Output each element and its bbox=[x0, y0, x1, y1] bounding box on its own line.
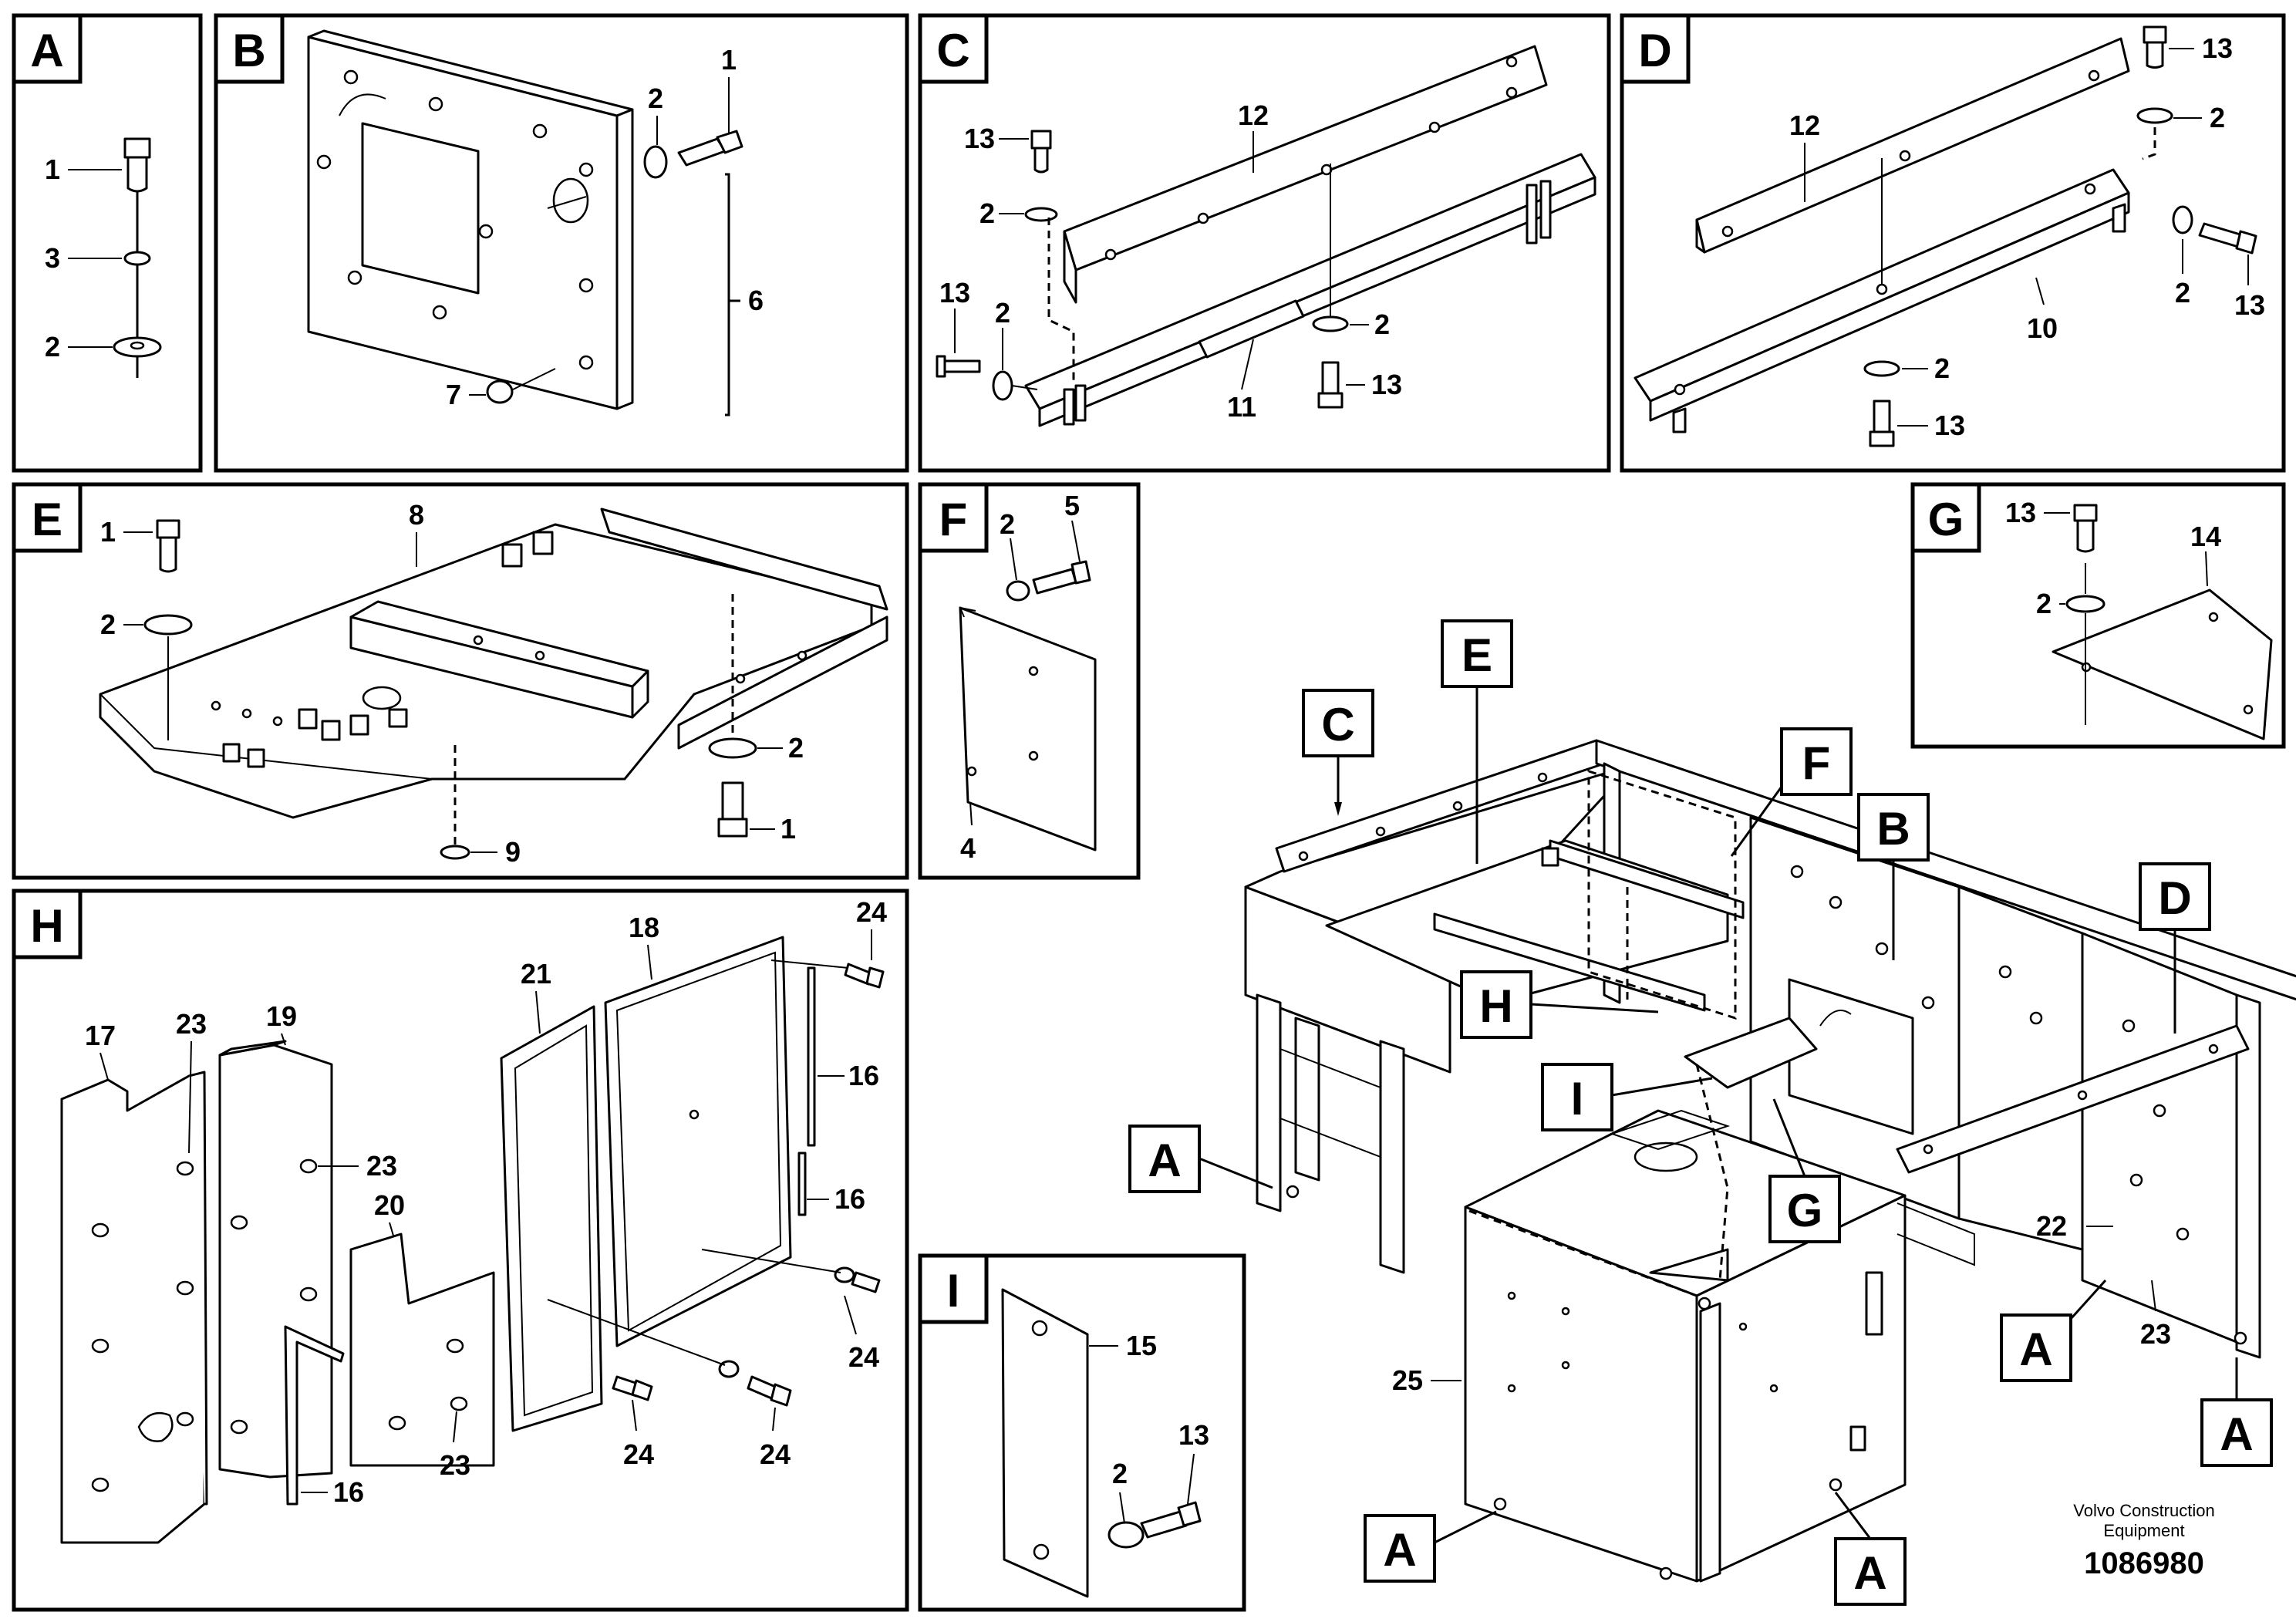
callout: 13 bbox=[2202, 32, 2233, 64]
panel-b: B 2 1 6 7 bbox=[214, 13, 909, 473]
assembly-tag: A bbox=[1853, 1547, 1886, 1599]
assembly-tag: H bbox=[1479, 980, 1512, 1032]
callout: 2 bbox=[979, 197, 995, 229]
callout: 19 bbox=[266, 1000, 297, 1032]
callout: 16 bbox=[333, 1476, 364, 1508]
assembly-tag: B bbox=[1876, 803, 1910, 855]
callout: 11 bbox=[1227, 391, 1256, 423]
callout: 1 bbox=[45, 153, 60, 185]
callout: 2 bbox=[1934, 352, 1950, 384]
panel-letter: C bbox=[936, 25, 969, 76]
callout: 22 bbox=[2036, 1210, 2067, 1242]
callout: 24 bbox=[623, 1438, 654, 1470]
assembly-tag: A bbox=[2220, 1408, 2253, 1460]
callout: 9 bbox=[505, 836, 521, 868]
callout: 24 bbox=[856, 896, 887, 928]
callout: 4 bbox=[960, 832, 976, 864]
callout: 3 bbox=[45, 242, 60, 274]
panel-letter: A bbox=[30, 25, 63, 76]
panel-letter: H bbox=[30, 900, 63, 952]
panel-g: G 13 14 2 bbox=[1910, 482, 2286, 749]
assembly-tag: F bbox=[1802, 737, 1831, 789]
callout: 1 bbox=[100, 516, 116, 548]
callout: 13 bbox=[2234, 289, 2265, 321]
callout: 23 bbox=[440, 1449, 470, 1481]
callout: 2 bbox=[1374, 309, 1390, 340]
document-number: 1086980 bbox=[2084, 1546, 2204, 1580]
callout: 2 bbox=[1112, 1458, 1128, 1489]
maker-line-1: Volvo Construction bbox=[2073, 1501, 2214, 1520]
panel-letter: F bbox=[939, 494, 968, 545]
panel-i: I 15 13 2 bbox=[918, 1253, 1246, 1612]
maker-line-2: Equipment bbox=[2103, 1521, 2184, 1540]
callout: 10 bbox=[2027, 312, 2058, 344]
callout: 2 bbox=[2175, 277, 2190, 309]
assembly-tag: D bbox=[2158, 872, 2191, 924]
callout: 23 bbox=[2140, 1318, 2171, 1350]
callout: 2 bbox=[45, 331, 60, 363]
callout: 8 bbox=[409, 499, 424, 531]
callout: 2 bbox=[2036, 588, 2052, 619]
callout: 18 bbox=[629, 912, 659, 943]
assembly-tag: G bbox=[1787, 1185, 1823, 1236]
callout: 1 bbox=[721, 44, 737, 76]
callout: 23 bbox=[366, 1150, 397, 1182]
callout: 2 bbox=[1000, 508, 1015, 540]
panel-letter: D bbox=[1638, 25, 1671, 76]
callout: 12 bbox=[1238, 99, 1269, 131]
callout: 13 bbox=[964, 123, 995, 154]
callout: 14 bbox=[2190, 521, 2221, 552]
panel-f: F 2 5 4 bbox=[918, 482, 1141, 880]
assembly-tag: A bbox=[1383, 1524, 1416, 1576]
callout: 24 bbox=[848, 1341, 879, 1373]
callout: 20 bbox=[374, 1189, 405, 1221]
callout: 23 bbox=[176, 1008, 207, 1040]
callout: 24 bbox=[760, 1438, 791, 1470]
main-assembly: C E F B D H I A G A A A bbox=[1128, 619, 2296, 1606]
panel-letter: E bbox=[32, 494, 62, 545]
callout: 16 bbox=[848, 1060, 879, 1091]
callout: 21 bbox=[521, 958, 551, 990]
callout: 16 bbox=[834, 1183, 865, 1215]
callout: 2 bbox=[788, 732, 804, 764]
callout: 25 bbox=[1392, 1364, 1423, 1396]
footer: Volvo Construction Equipment 1086980 bbox=[2073, 1501, 2214, 1580]
callout: 12 bbox=[1789, 110, 1820, 141]
assembly-tag: I bbox=[1571, 1073, 1584, 1125]
callout: 6 bbox=[748, 285, 764, 316]
panel-h: H bbox=[12, 889, 909, 1612]
callout: 7 bbox=[446, 379, 461, 410]
callout: 13 bbox=[1934, 410, 1965, 441]
panel-letter: G bbox=[1928, 494, 1964, 545]
assembly-tag: A bbox=[1148, 1135, 1181, 1186]
callout: 2 bbox=[2210, 102, 2225, 133]
callout: 13 bbox=[2005, 497, 2036, 528]
callout: 2 bbox=[100, 609, 116, 640]
panel-d: D 13 12 2 10 bbox=[1620, 13, 2286, 473]
callout: 2 bbox=[995, 297, 1010, 329]
panel-c: C 12 13 2 bbox=[918, 13, 1611, 473]
assembly-tag: E bbox=[1462, 629, 1492, 681]
callout: 13 bbox=[939, 277, 970, 309]
callout: 5 bbox=[1064, 490, 1080, 521]
callout: 15 bbox=[1126, 1330, 1157, 1361]
assembly-tag: C bbox=[1321, 699, 1354, 750]
panel-a: A 1 3 2 bbox=[12, 13, 203, 473]
callout: 2 bbox=[648, 83, 663, 114]
callout: 1 bbox=[781, 813, 796, 845]
callout: 13 bbox=[1371, 369, 1402, 400]
panel-letter: I bbox=[947, 1265, 960, 1317]
callout: 17 bbox=[85, 1020, 116, 1051]
assembly-tag: A bbox=[2019, 1324, 2052, 1375]
panel-letter: B bbox=[232, 25, 265, 76]
panel-e: E 1 8 2 2 bbox=[12, 482, 909, 880]
callout: 13 bbox=[1178, 1419, 1209, 1451]
